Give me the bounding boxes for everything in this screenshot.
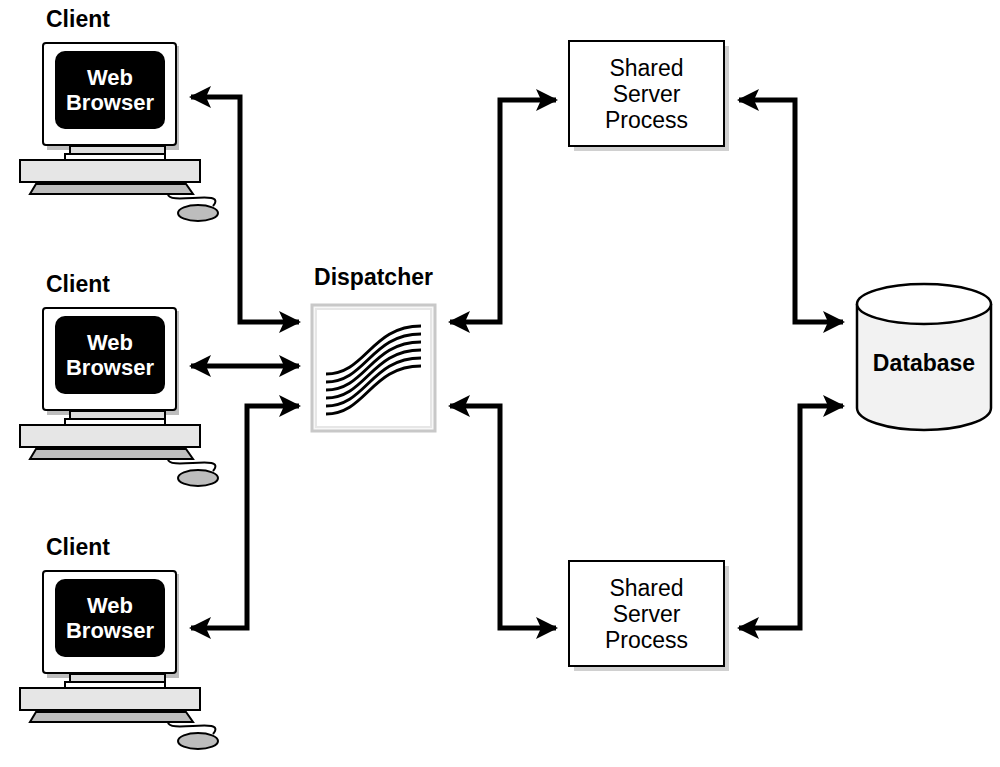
screen-text: Web Browser [55,579,165,657]
monitor-neck [70,674,165,682]
screen-text: Web Browser [55,51,165,129]
client-computer: ClientWeb Browser [42,570,177,674]
process-label: Shared Server Process [568,55,725,133]
screen-text: Web Browser [55,316,165,394]
dispatcher-label: Dispatcher [314,264,433,291]
connector-arrow [739,406,843,628]
client-label: Client [46,534,110,561]
dispatcher-frame [312,305,435,431]
monitor-screen [55,316,165,394]
base-slot [65,682,165,688]
mouse [178,205,218,221]
process-box: Shared Server Process [568,40,725,147]
dispatcher-line [326,366,421,414]
monitor-neck [70,146,165,154]
mouse [178,470,218,486]
base-slot [65,419,165,425]
dispatcher-icon [311,304,436,432]
connector-arrow [191,364,299,369]
monitor-neck [70,411,165,419]
dispatcher-box: Dispatcher [311,304,436,432]
box-content: Shared Server Process [568,40,725,147]
base-slot [65,154,165,160]
mouse [178,733,218,749]
connector-arrow [450,406,556,628]
mouse-cord [168,194,215,206]
keyboard [30,712,193,722]
mouse-cord [168,459,215,471]
connector-arrow [191,406,299,628]
mouse-cord [168,722,215,734]
keyboard-illustration [18,411,218,496]
database-cylinder: Database [855,282,993,432]
process-box: Shared Server Process [568,560,725,667]
database-label: Database [873,350,975,377]
computer-base [20,425,200,447]
box-frame [569,561,724,666]
dispatcher-line [326,350,421,398]
box-content: Shared Server Process [568,560,725,667]
process-label: Shared Server Process [568,575,725,653]
keyboard [30,449,193,459]
monitor-screen [55,51,165,129]
monitor-frame [43,308,176,410]
computer-base [20,688,200,710]
connector-arrow [450,100,556,322]
keyboard-illustration [18,146,218,231]
monitor-screen [55,579,165,657]
dispatcher-inner [316,309,431,427]
client-label: Client [46,271,110,298]
monitor-frame [43,43,176,145]
cylinder-top [857,284,991,324]
keyboard [30,184,193,194]
client-computer: ClientWeb Browser [42,307,177,411]
keyboard-illustration [18,674,218,759]
dispatcher-line [326,358,421,406]
monitor-frame [43,571,176,673]
box-frame [569,41,724,146]
computer-base [20,160,200,182]
client-label: Client [46,6,110,33]
connector-arrow [739,100,843,322]
client-computer: ClientWeb Browser [42,42,177,146]
db-content: Database [855,282,993,432]
